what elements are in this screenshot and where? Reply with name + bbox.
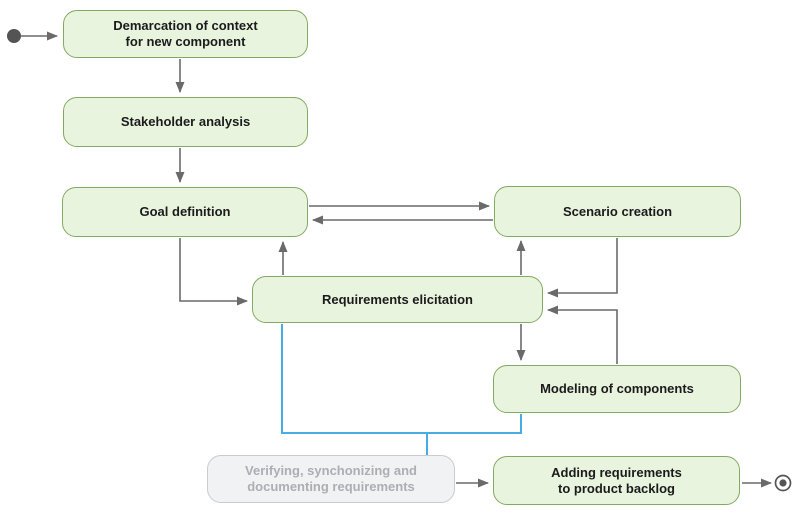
activity-modeling-of-components: Modeling of components [493, 365, 741, 413]
activity-requirements-elicitation: Requirements elicitation [252, 276, 543, 323]
edge-modeling-to-elicitation [547, 305, 618, 364]
activity-goal-definition: Goal definition [62, 187, 308, 237]
edge-scenario-to-elicitation [547, 238, 618, 298]
activity-stakeholder-analysis: Stakeholder analysis [63, 97, 308, 147]
activity-demarcation-of-context: Demarcation of context for new component [63, 10, 308, 58]
final-node-dot [779, 479, 787, 487]
initial-node-icon [7, 29, 21, 43]
activity-verifying-documenting-requirements: Verifying, synchonizing and documenting … [207, 455, 455, 503]
join-bar-elicitation-modeling [281, 324, 522, 434]
activity-scenario-creation: Scenario creation [494, 186, 741, 237]
activity-adding-requirements-to-backlog: Adding requirements to product backlog [493, 456, 740, 505]
edge-goal-to-elicitation [179, 238, 248, 306]
